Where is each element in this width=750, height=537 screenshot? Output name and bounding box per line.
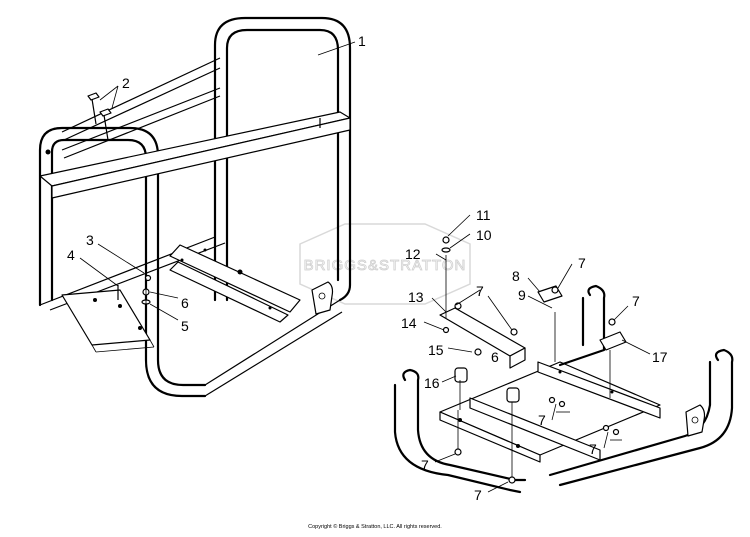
- callout-7e: 7: [589, 441, 597, 457]
- leaders-left: [79, 41, 356, 321]
- callout-9: 9: [518, 287, 526, 303]
- callout-4: 4: [67, 247, 75, 263]
- frame-front-tube: [38, 126, 207, 387]
- callout-3: 3: [86, 232, 94, 248]
- callout-13: 13: [408, 289, 424, 305]
- callout-7c: 7: [632, 293, 640, 309]
- frame-rear-tube: [213, 16, 352, 302]
- callout-14: 14: [401, 315, 417, 331]
- small-hardware-left: [117, 274, 152, 315]
- copyright-notice: Copyright © Briggs & Stratton, LLC. All …: [308, 523, 442, 530]
- callout-17: 17: [652, 349, 668, 365]
- callout-8: 8: [512, 268, 520, 284]
- callout-7f: 7: [421, 457, 429, 473]
- callout-7d: 7: [538, 412, 546, 428]
- callout-5: 5: [181, 318, 189, 334]
- callout-15: 15: [428, 342, 444, 358]
- callout-6b: 6: [491, 349, 499, 365]
- leaders-right: [423, 214, 651, 493]
- callout-6a: 6: [181, 295, 189, 311]
- callout-10: 10: [476, 227, 492, 243]
- callouts: 1 2 3 4 5 6 6 7 7 7 7 7 7 7 8 9 10 11 12…: [67, 33, 668, 503]
- callout-7g: 7: [474, 487, 482, 503]
- screw-part-2: [87, 85, 119, 141]
- base-assembly: [393, 236, 734, 494]
- callout-7a: 7: [476, 283, 484, 299]
- callout-7b: 7: [578, 255, 586, 271]
- callout-2: 2: [122, 75, 130, 91]
- watermark-text: BRIGGS&STRATTON: [304, 257, 467, 274]
- frame-assembly: [38, 16, 352, 398]
- callout-11: 11: [476, 207, 491, 223]
- callout-1: 1: [358, 33, 366, 49]
- callout-12: 12: [405, 246, 421, 262]
- callout-16: 16: [424, 375, 440, 391]
